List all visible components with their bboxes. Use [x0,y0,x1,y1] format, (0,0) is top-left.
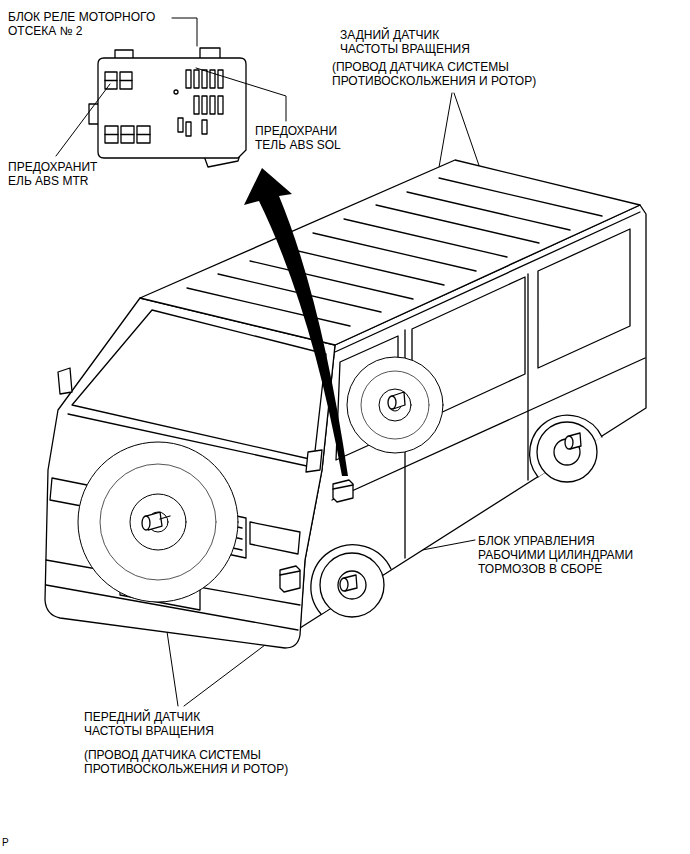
van-body [344,219,507,257]
relay-block [218,70,223,88]
part-label: (ПРОВОД ДАТЧИКА СИСТЕМЫ ПРОТИВОСКОЛЬЖЕНИ… [84,748,334,776]
van-body [538,229,630,368]
speed-sensor [160,516,170,519]
brake-actuator [280,566,300,592]
relay-block [121,126,134,143]
pointer-arrow [244,168,348,476]
relay-block [218,96,223,114]
relay-block [202,70,207,88]
page-mark: P [2,836,22,850]
relay-block [137,126,150,143]
leader-line [56,84,110,156]
wheel-cutaway [379,389,411,421]
wheel-cutaway [78,357,443,602]
wheel-cutaway [100,464,216,580]
leader-line [196,68,286,121]
speed-sensor [388,396,396,409]
part-label: БЛОК УПРАВЛЕНИЯ РАБОЧИМИ ЦИЛИНДРАМИ ТОРМ… [478,534,653,576]
van-body [187,288,350,326]
relay-block [202,96,207,114]
van-body [313,233,476,271]
speed-sensor [142,516,150,530]
van-body [338,571,366,599]
brake-actuator [280,571,300,575]
relay-block [98,58,246,158]
part-label: ПЕРЕДНИЙ ДАТЧИК ЧАСТОТЫ ВРАЩЕНИЯ [84,710,234,738]
part-label: БЛОК РЕЛЕ МОТОРНОГО ОТСЕКА № 2 [8,10,173,38]
relay-block [174,90,178,94]
van-body [527,274,528,480]
relay-block [120,80,132,81]
relay-block [137,134,150,135]
brake-actuator [280,480,353,592]
speed-sensor [565,436,573,449]
van-body [250,261,413,299]
relay-block [186,122,191,136]
relay-block [194,96,199,114]
relay-block [202,120,207,134]
relay-block [105,134,118,135]
van-body [537,422,597,482]
relay-block [210,96,215,114]
van-body [58,368,72,394]
van-body [335,212,640,352]
van-body [439,178,602,216]
brake-actuator [333,480,353,502]
part-label: ЗАДНИЙ ДАТЧИК ЧАСТОТЫ ВРАЩЕНИЯ [340,28,490,56]
relay-block [121,134,134,135]
van-body [72,310,326,460]
van-body [376,205,539,243]
part-label: ПРЕДОХРАНИТ ЕЛЬ ABS MTR [8,160,113,188]
van-body [320,553,384,617]
relay-block [178,118,183,132]
relay-block [105,80,117,81]
van-body [250,522,300,554]
van-body [332,358,645,500]
part-label: (ПРОВОД ДАТЧИКА СИСТЕМЫ ПРОТИВОСКОЛЬЖЕНИ… [332,60,572,88]
van-body [45,298,335,648]
wheel-cutaway [361,371,429,439]
brake-actuator [333,485,353,489]
relay-block [120,72,132,89]
van-body [407,192,570,230]
relay-block [105,126,118,143]
relay-block [186,70,191,88]
wheel-cutaway [130,494,186,550]
part-label: ПРЕДОХРАНИ ТЕЛЬ ABS SOL [255,124,355,152]
leader-line [172,18,197,46]
wheel-cutaway [347,357,443,453]
van-body [140,160,640,345]
relay-block [194,70,199,88]
speed-sensor [340,578,348,591]
relay-block [89,48,246,167]
relay-block [105,72,117,89]
wheel-cutaway [78,442,238,602]
van-body [306,450,322,472]
